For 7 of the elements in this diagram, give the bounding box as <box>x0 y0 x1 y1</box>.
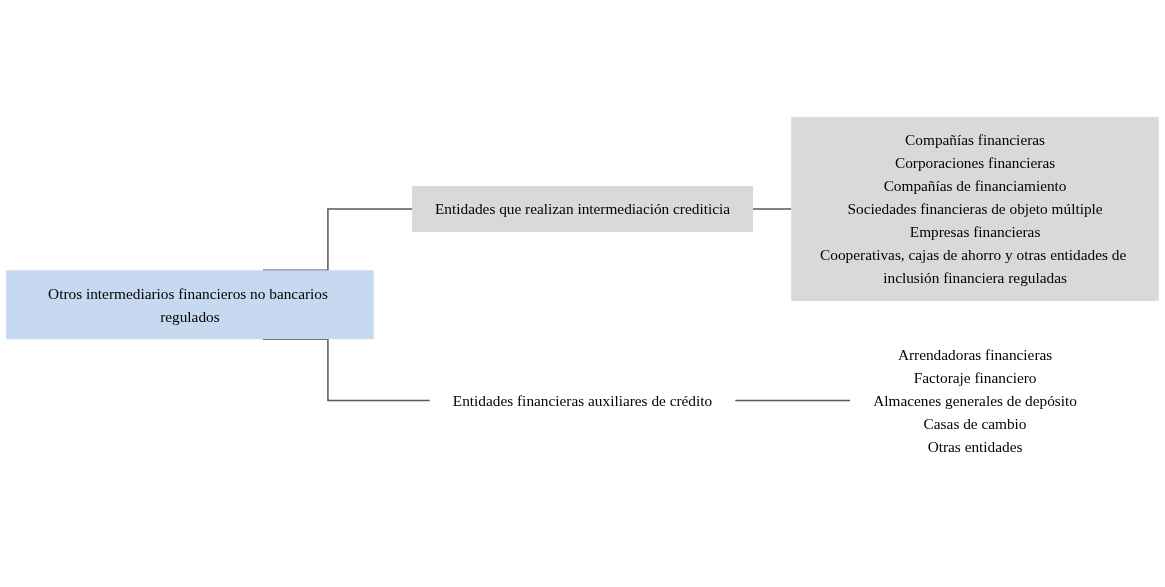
node-text: Arrendadoras financieras Factoraje financiero Almacenes generales de depósito Casas de cambio Otras entidades <box>873 346 1077 456</box>
connector <box>752 208 793 211</box>
node-box: Compañías financieras Corporaciones financieras Compañías de financiamiento Sociedades financieras de objeto múltiple Empresas financieras Cooperativas, cajas de ahorro y otras entidades de inclusión financiera reguladas <box>791 117 1159 302</box>
connector <box>734 399 852 402</box>
node-text: Entidades financieras auxiliares de crédito <box>452 392 713 410</box>
node-box: Otros intermediarios financieros no bancarios regulados <box>6 270 374 340</box>
node-box: Entidades que realizan intermediación crediticia <box>412 186 753 233</box>
